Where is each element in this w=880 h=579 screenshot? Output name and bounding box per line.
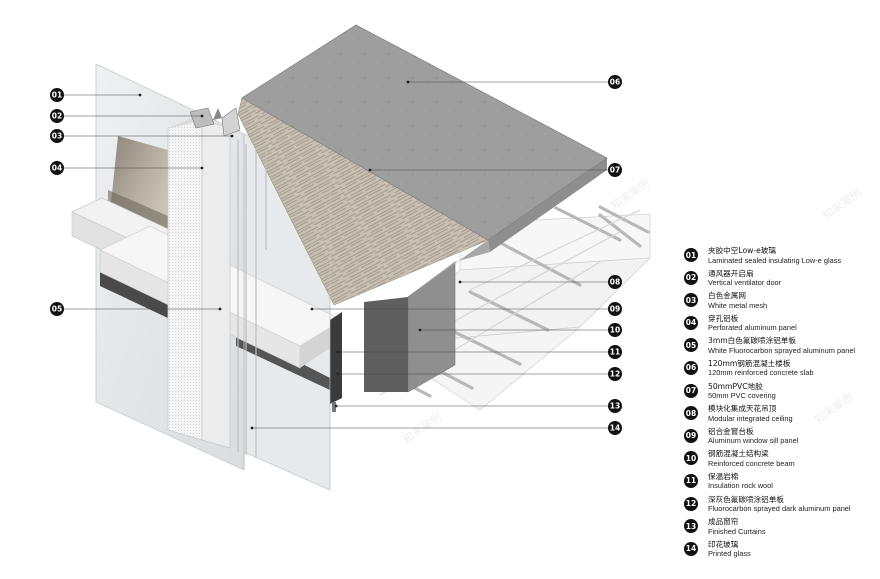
legend-label-en: 50mm PVC covering: [708, 391, 776, 401]
legend-label-cn: 50mmPVC地胶: [708, 381, 763, 391]
concrete-slab-top: [241, 24, 608, 241]
callout-09: 09: [608, 302, 622, 316]
svg-text:14: 14: [610, 424, 620, 433]
legend-label-en: White Fluorocarbon sprayed aluminum pane…: [708, 345, 856, 355]
legend-number: 07: [684, 383, 698, 398]
legend-label-cn: 模块化集成天花吊顶: [708, 404, 777, 414]
callout-10: 10: [608, 323, 622, 337]
legend-number: 10: [684, 451, 698, 466]
legend-label-cn: 铝合金窗台板: [708, 426, 754, 436]
white-metal-mesh: [237, 140, 267, 458]
callout-05: 05: [50, 302, 64, 316]
legend-label-en: Modular integrated ceiling: [708, 413, 793, 423]
legend-label-cn: 保温岩棉: [708, 471, 739, 481]
legend-number: 03: [684, 293, 698, 308]
svg-text:08: 08: [610, 278, 620, 287]
legend-number: 13: [684, 519, 698, 534]
legend-number: 11: [684, 473, 698, 488]
svg-text:06: 06: [610, 78, 620, 87]
legend-label-en: Finished Curtains: [708, 526, 766, 536]
callout-14: 14: [608, 421, 622, 435]
legend-label-en: Perforated aluminum panel: [708, 323, 797, 333]
callout-01: 01: [50, 88, 64, 102]
legend-label-cn: 3mm白色氟碳喷涂铝单板: [708, 336, 796, 346]
svg-text:07: 07: [610, 166, 620, 175]
perforated-column-side: [201, 119, 231, 449]
callout-07: 07: [608, 163, 622, 177]
legend-number: 14: [684, 541, 698, 556]
callout-06: 06: [608, 75, 622, 89]
concrete-beam-side: [408, 240, 490, 297]
legend-label-cn: 印花玻璃: [708, 539, 739, 549]
callout-12: 12: [608, 367, 622, 381]
svg-text:10: 10: [610, 326, 620, 335]
legend-number: 04: [684, 315, 698, 330]
callout-08: 08: [608, 275, 622, 289]
legend-number: 09: [684, 428, 698, 443]
legend-label-cn: 120mm钢筋混凝土楼板: [708, 358, 791, 368]
svg-text:11: 11: [610, 348, 620, 357]
svg-text:02: 02: [52, 112, 62, 121]
legend-label-en: Reinforced concrete beam: [708, 458, 795, 468]
slab-edge: [488, 158, 607, 252]
svg-text:03: 03: [52, 132, 62, 141]
callout-11: 11: [608, 345, 622, 359]
callout-04: 04: [50, 161, 64, 175]
legend-label-cn: 夹胶中空Low-e玻璃: [708, 246, 776, 255]
legend-label-cn: 成品窗帘: [708, 517, 739, 527]
legend-label-en: Vertical ventilator door: [708, 278, 782, 288]
callout-02: 02: [50, 109, 64, 123]
legend-label-cn: 钢筋混凝土结构梁: [708, 449, 769, 459]
callout-03: 03: [50, 129, 64, 143]
svg-text:12: 12: [610, 370, 620, 379]
legend-label-cn: 深灰色氟碳喷涂铝单板: [708, 494, 784, 504]
svg-text:13: 13: [610, 402, 620, 411]
legend-label-en: Aluminum window sill panel: [708, 436, 799, 446]
legend-label-en: Fluorocarbon sprayed dark aluminum panel: [708, 504, 851, 514]
legend-label-en: Insulation rock wool: [708, 481, 773, 491]
legend-number: 08: [684, 406, 698, 421]
svg-text:09: 09: [610, 305, 620, 314]
ventilator: [189, 107, 215, 129]
legend-label-cn: 穿孔铝板: [708, 313, 739, 323]
legend-number: 05: [684, 338, 698, 353]
svg-text:05: 05: [52, 305, 62, 314]
legend-label-en: White metal mesh: [708, 300, 768, 310]
legend-label-cn: 通风器开启扇: [708, 268, 754, 278]
legend-label-en: Printed glass: [708, 549, 751, 559]
curtain: [330, 312, 342, 404]
legend-number: 06: [684, 360, 698, 375]
leader-lines: [64, 81, 608, 429]
legend-number: 12: [684, 496, 698, 511]
callout-13: 13: [608, 399, 622, 413]
svg-text:01: 01: [52, 91, 62, 100]
concrete-beam-front: [364, 297, 408, 392]
legend-label-en: Laminated sealed insulating Low-e glass: [708, 255, 842, 265]
legend-label-en: 120mm reinforced concrete slab: [708, 368, 814, 378]
legend-number: 02: [684, 270, 698, 285]
legend-label-cn: 白色金属网: [708, 291, 746, 301]
legend-number: 01: [684, 248, 698, 262]
svg-text:04: 04: [52, 164, 62, 173]
